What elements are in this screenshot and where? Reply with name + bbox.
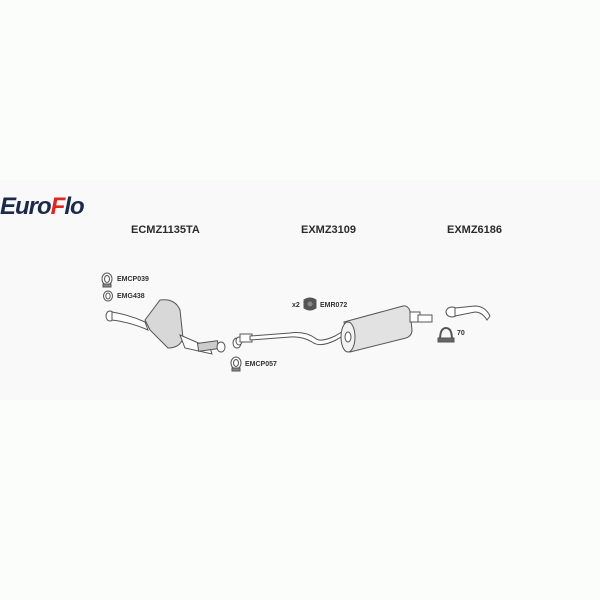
section-title-catalyst[interactable]: ECMZ1135TA [131,224,200,236]
logo-text-f: F [50,193,66,220]
logo-text-lo: lo [64,193,84,220]
rear-silencer-icon[interactable] [340,305,433,353]
rubber-mount-icon[interactable] [303,297,317,311]
part-label-70[interactable]: 70 [457,330,465,337]
part-label-emr072[interactable]: EMR072 [320,302,348,309]
u-bolt-clamp-icon[interactable] [437,326,455,343]
clamp-icon[interactable] [230,356,242,372]
catalyst-pipe-icon[interactable] [105,299,226,355]
gasket-ring-icon[interactable] [103,290,113,302]
part-label-emcp039[interactable]: EMCP039 [117,276,149,283]
section-title-tailpipe[interactable]: EXMZ6186 [447,224,503,236]
section-title-middle-pipe[interactable]: EXMZ3109 [301,224,357,236]
part-label-emcp057[interactable]: EMCP057 [245,361,277,368]
clamp-icon[interactable] [101,272,113,288]
diagram-background [0,180,600,400]
euroflo-logo: EuroFlo [0,193,85,221]
middle-pipe-icon[interactable] [235,329,347,346]
part-label-emg438[interactable]: EMG438 [117,293,145,300]
logo-text-euro: Euro [0,193,52,220]
part-qty-emr072: x2 [292,302,300,309]
tailpipe-icon[interactable] [445,305,491,321]
